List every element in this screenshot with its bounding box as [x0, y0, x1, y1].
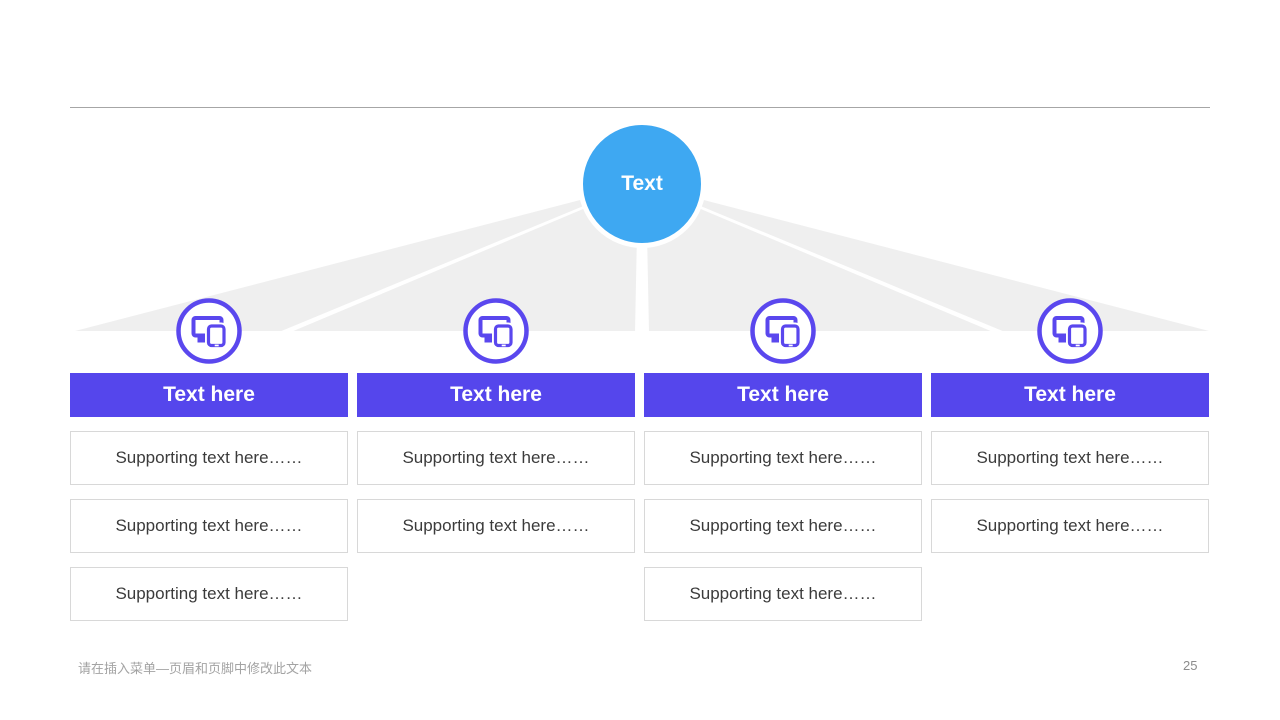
supporting-text-box[interactable]: Supporting text here……: [70, 431, 348, 485]
supporting-text: Supporting text here……: [115, 448, 303, 467]
column-title: Text here: [163, 383, 255, 406]
supporting-text: Supporting text here……: [976, 448, 1164, 467]
column-3: Text here Supporting text here…… Support…: [644, 297, 922, 621]
column-1-icon-wrap: [70, 297, 348, 365]
column-3-title-bar[interactable]: Text here: [644, 373, 922, 417]
supporting-text: Supporting text here……: [689, 448, 877, 467]
supporting-text: Supporting text here……: [689, 516, 877, 535]
column-3-icon-wrap: [644, 297, 922, 365]
column-title: Text here: [450, 383, 542, 406]
column-4: Text here Supporting text here…… Support…: [931, 297, 1209, 553]
supporting-text-box[interactable]: Supporting text here……: [931, 431, 1209, 485]
column-2: Text here Supporting text here…… Support…: [357, 297, 635, 553]
supporting-text-box[interactable]: Supporting text here……: [357, 499, 635, 553]
columns-area: Text here Supporting text here…… Support…: [70, 297, 1209, 621]
column-4-icon-wrap: [931, 297, 1209, 365]
column-2-title-bar[interactable]: Text here: [357, 373, 635, 417]
center-node-label: Text: [621, 172, 663, 195]
center-node[interactable]: Text: [578, 120, 706, 248]
supporting-text-box[interactable]: Supporting text here……: [70, 567, 348, 621]
column-2-icon-wrap: [357, 297, 635, 365]
footer-note: 请在插入菜单—页眉和页脚中修改此文本: [78, 661, 313, 676]
supporting-text: Supporting text here……: [689, 584, 877, 603]
column-1: Text here Supporting text here…… Support…: [70, 297, 348, 621]
supporting-text-box[interactable]: Supporting text here……: [644, 431, 922, 485]
supporting-text-box[interactable]: Supporting text here……: [357, 431, 635, 485]
devices-icon: [176, 298, 242, 364]
supporting-text: Supporting text here……: [976, 516, 1164, 535]
devices-icon: [463, 298, 529, 364]
supporting-text-box[interactable]: Supporting text here……: [70, 499, 348, 553]
top-divider: [70, 107, 1210, 108]
supporting-text-box[interactable]: Supporting text here……: [644, 499, 922, 553]
supporting-text: Supporting text here……: [402, 448, 590, 467]
column-1-title-bar[interactable]: Text here: [70, 373, 348, 417]
devices-icon: [1037, 298, 1103, 364]
page-number: 25: [1183, 658, 1198, 673]
column-title: Text here: [737, 383, 829, 406]
devices-icon: [750, 298, 816, 364]
column-title: Text here: [1024, 383, 1116, 406]
column-4-title-bar[interactable]: Text here: [931, 373, 1209, 417]
supporting-text-box[interactable]: Supporting text here……: [931, 499, 1209, 553]
supporting-text-box[interactable]: Supporting text here……: [644, 567, 922, 621]
supporting-text: Supporting text here……: [402, 516, 590, 535]
supporting-text: Supporting text here……: [115, 516, 303, 535]
supporting-text: Supporting text here……: [115, 584, 303, 603]
